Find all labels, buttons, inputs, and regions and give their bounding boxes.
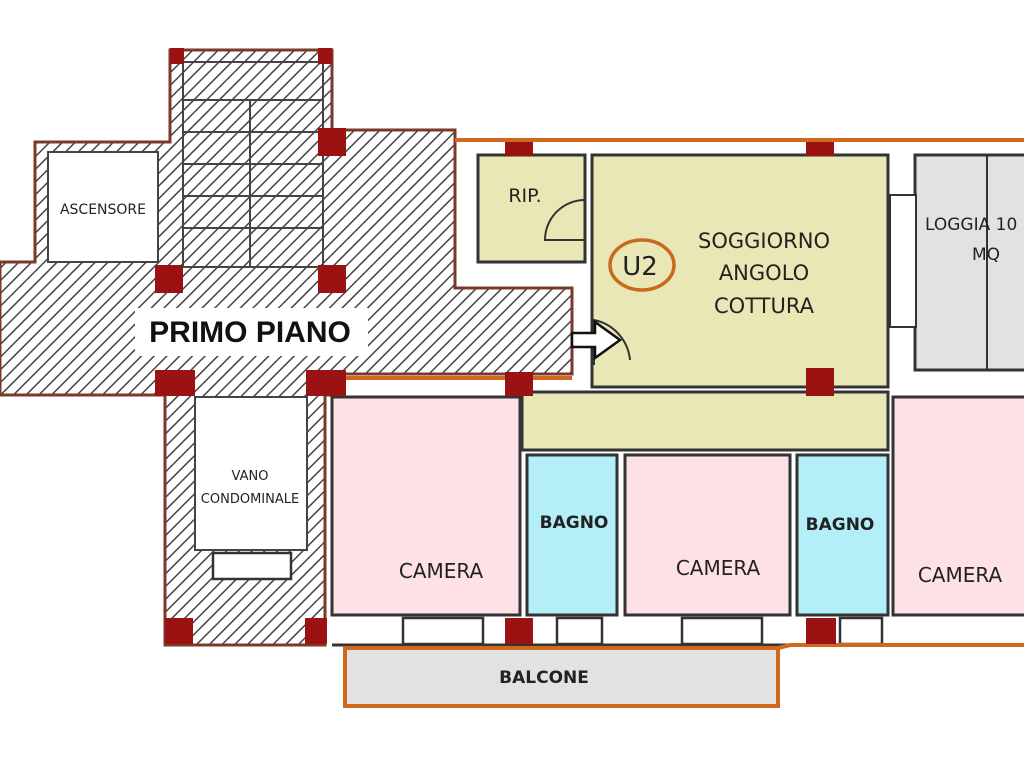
room-label-bagno-1: BAGNO <box>540 513 609 533</box>
door-rip <box>543 199 586 241</box>
elevator-shaft <box>47 151 159 263</box>
room-label-camera-1: CAMERA <box>399 559 484 583</box>
entrance-door <box>593 318 631 365</box>
vano-condominiale <box>194 396 308 551</box>
room-label-bagno-2: BAGNO <box>806 515 875 535</box>
room-label-balcone: BALCONE <box>499 668 589 688</box>
room-label-angolo: ANGOLO <box>719 261 809 285</box>
room-label-vano: VANO <box>232 469 269 484</box>
room-bagno-1 <box>525 453 619 617</box>
room-loggia <box>913 153 1024 372</box>
corridor <box>520 390 890 452</box>
room-label-camera-2: CAMERA <box>676 556 761 580</box>
unit-marker-label: U2 <box>622 252 658 282</box>
balcone <box>343 646 780 708</box>
floor-label: PRIMO PIANO <box>149 316 351 349</box>
window-loggia <box>889 194 917 328</box>
room-camera-1 <box>330 395 522 617</box>
room-label-loggia-2: MQ <box>972 245 1000 265</box>
room-bagno-2 <box>795 453 890 617</box>
windows-south <box>211 551 884 646</box>
stair-steps <box>183 99 323 267</box>
room-rip <box>476 153 587 264</box>
room-label-camera-3: CAMERA <box>918 563 1003 587</box>
room-soggiorno <box>590 153 890 389</box>
unit-marker-circle <box>608 238 676 292</box>
room-label-vano-2: CONDOMINALE <box>201 492 299 507</box>
structural-pillars <box>155 48 836 644</box>
floor-label-box <box>135 308 368 356</box>
room-camera-2 <box>623 453 792 617</box>
entrance-arrow-icon <box>570 319 623 361</box>
room-label-ascensore: ASCENSORE <box>60 202 146 218</box>
room-label-soggiorno: SOGGIORNO <box>698 229 830 253</box>
room-label-cottura: COTTURA <box>714 294 815 318</box>
room-camera-3 <box>891 395 1024 617</box>
room-label-loggia: LOGGIA 10 <box>925 215 1017 235</box>
room-label-rip: RIP. <box>508 185 541 207</box>
perimeter-east <box>777 643 1024 650</box>
